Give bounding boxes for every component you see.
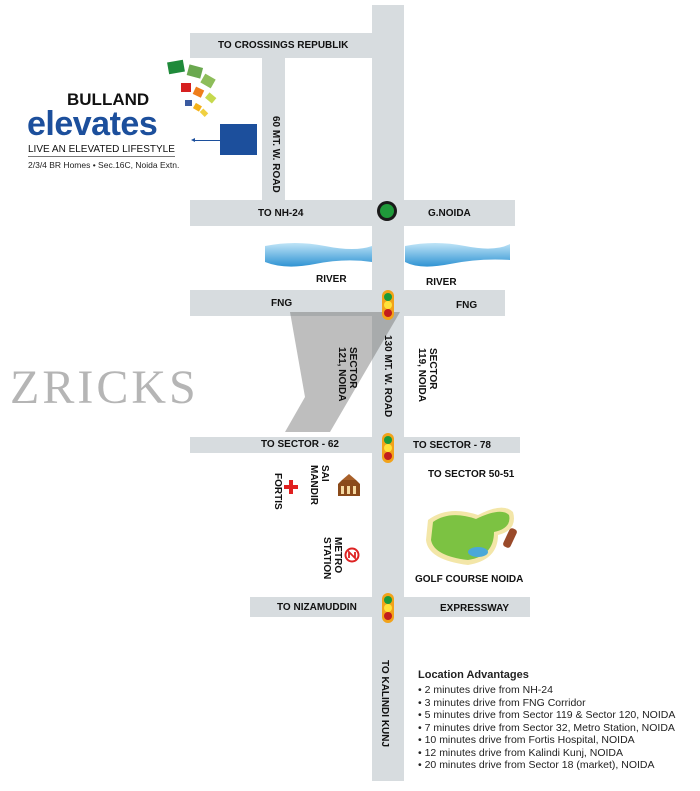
golf-course-icon [426, 507, 517, 565]
list-item: • 10 minutes drive from Fortis Hospital,… [418, 734, 635, 746]
road-sector62 [190, 437, 520, 453]
label-metro: METRO STATION [321, 537, 343, 580]
project-arrow-head [191, 138, 195, 142]
list-item: • 3 minutes drive from FNG Corridor [418, 696, 586, 709]
label-sector78: TO SECTOR - 78 [413, 440, 491, 451]
temple-icon [338, 474, 360, 496]
label-fng-left: FNG [271, 298, 293, 309]
watermark-text: ZRICKS [10, 361, 199, 414]
label-sai-mandir: SAI MANDIR [308, 465, 330, 505]
brand-top: BULLAND [67, 90, 150, 109]
signal-roundabout-icon [377, 201, 397, 221]
label-kalindi: TO KALINDI KUNJ [379, 660, 390, 748]
label-crossings: TO CROSSINGS REPUBLIK [218, 40, 349, 51]
project-location-marker [220, 124, 257, 155]
label-river-left: RIVER [316, 274, 347, 285]
label-60m-road: 60 MT. W. ROAD [270, 116, 281, 193]
advantages-title: Location Advantages [418, 669, 529, 681]
label-sector121: SECTOR 121, NOIDA [336, 347, 358, 402]
label-nh24: TO NH-24 [258, 208, 304, 219]
label-sector5051: TO SECTOR 50-51 [428, 469, 515, 480]
brand-details: 2/3/4 BR Homes • Sec.16C, Noida Extn. [28, 160, 180, 170]
watermark-z-icon [285, 312, 400, 432]
list-item: • 5 minutes drive from Sector 119 & Sect… [418, 709, 676, 721]
label-130m-road: 130 MT. W. ROAD [382, 335, 393, 418]
label-golf: GOLF COURSE NOIDA [415, 574, 524, 585]
label-sector119: SECTOR 119, NOIDA [416, 348, 438, 402]
label-nizamuddin: TO NIZAMUDDIN [277, 602, 357, 613]
list-item: • 7 minutes drive from Sector 32, Metro … [418, 721, 675, 734]
label-gnoida: G.NOIDA [428, 208, 471, 219]
traffic-light-icon [382, 593, 394, 623]
traffic-light-icon [382, 433, 394, 463]
metro-icon [344, 547, 360, 563]
road-nh24 [190, 200, 515, 226]
list-item: • 20 minutes drive from Sector 18 (marke… [418, 759, 655, 771]
label-sector62: TO SECTOR - 62 [261, 439, 339, 450]
road-130m [372, 5, 404, 781]
brand-logo-arc-icon [167, 59, 217, 117]
river [265, 243, 510, 267]
label-river-right: RIVER [426, 277, 457, 288]
label-fng-right: FNG [456, 300, 478, 311]
brand-tagline: LIVE AN ELEVATED LIFESTYLE [28, 144, 175, 157]
location-advantages: Location Advantages • 2 minutes drive fr… [418, 669, 675, 772]
brand-name: elevates [27, 105, 158, 143]
road-fng [190, 290, 505, 316]
hospital-cross-icon [284, 480, 298, 494]
label-fortis: FORTIS [272, 473, 283, 510]
project-arrow [194, 140, 220, 141]
label-expressway: EXPRESSWAY [440, 603, 510, 614]
road-crossings [190, 33, 404, 58]
list-item: • 12 minutes drive from Kalindi Kunj, NO… [418, 746, 624, 759]
road-60m [262, 40, 285, 202]
traffic-light-icon [382, 290, 394, 320]
list-item: • 2 minutes drive from NH-24 [418, 684, 553, 696]
